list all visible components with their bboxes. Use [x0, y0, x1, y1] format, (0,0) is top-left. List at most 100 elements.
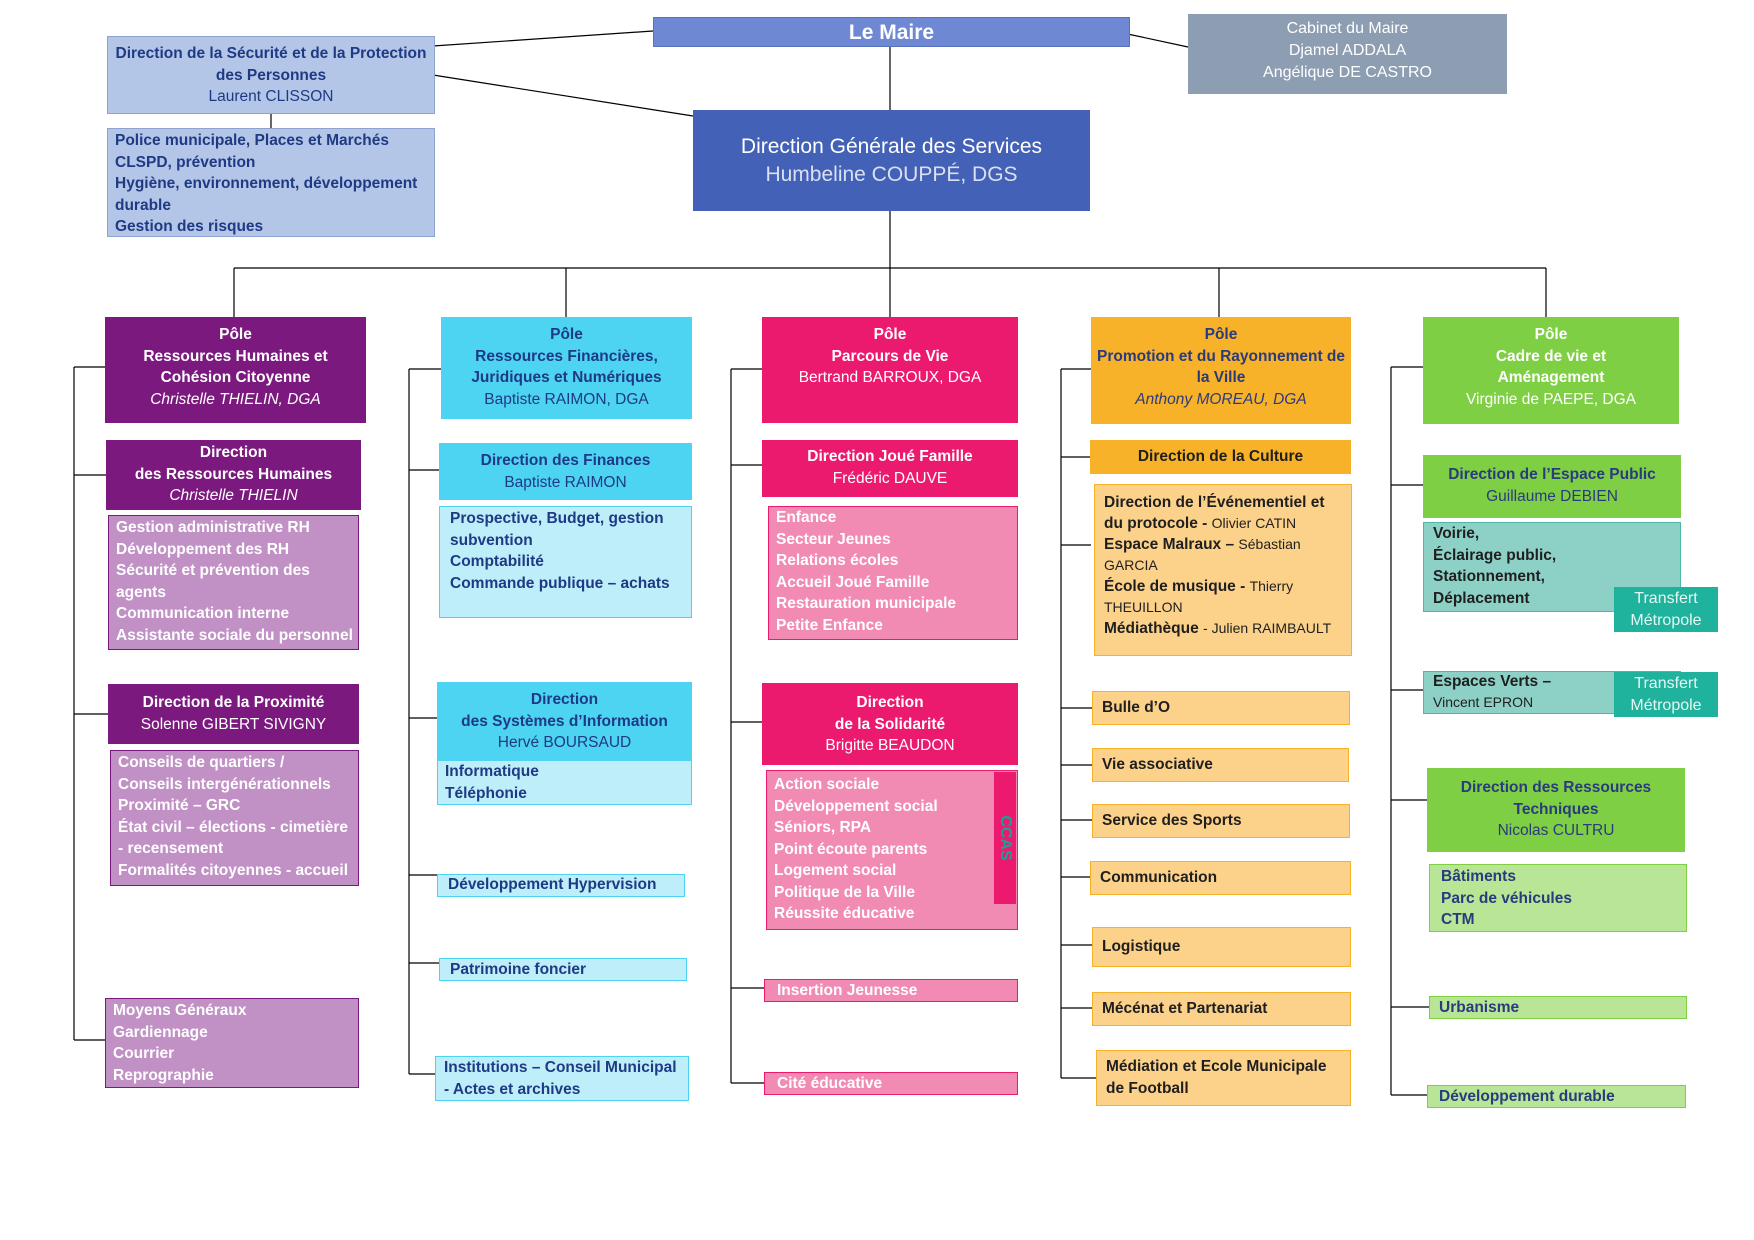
service-item: Service des Sports	[1102, 812, 1242, 829]
service-item: Formalités citoyennes - accueil	[118, 861, 349, 879]
institutions-box: Institutions – Conseil Municipal - Actes…	[435, 1056, 689, 1101]
finances-direction-box: Direction des Finances Baptiste RAIMON	[439, 443, 692, 500]
direction-title: Direction de la Proximité	[142, 694, 325, 711]
pole-label: Pôle	[219, 326, 252, 343]
drh-services-box: Gestion administrative RH Développement …	[108, 515, 359, 650]
culture-service-manager: Sébastian	[1238, 536, 1301, 552]
ccas-tab: CCAS	[994, 772, 1016, 904]
cabinet-member: Djamel ADDALA	[1288, 42, 1407, 59]
service-item: Communication interne	[116, 605, 290, 622]
direction-title: des Ressources Humaines	[134, 465, 333, 483]
proximite-services-box: Conseils de quartiers / Conseils intergé…	[110, 750, 359, 886]
cite-educative-box: Cité éducative	[764, 1072, 1018, 1095]
transfert-metropole-badge: Transfert Métropole	[1614, 672, 1718, 717]
pole-director: Bertrand BARROUX, DGA	[798, 369, 982, 386]
direction-title: Direction des Finances	[480, 452, 651, 469]
service-item: Moyens Généraux	[113, 1002, 247, 1019]
service-item: - recensement	[118, 840, 224, 857]
service-item: Éclairage public,	[1433, 546, 1557, 564]
service-item: Vie associative	[1102, 756, 1213, 773]
culture-service: du protocole -	[1104, 515, 1212, 532]
pole-director: Baptiste RAIMON, DGA	[484, 390, 649, 408]
direction-title: de la Solidarité	[834, 715, 946, 733]
securite-service: durable	[115, 196, 171, 214]
maire-title: Le Maire	[848, 21, 935, 44]
service-item: Déplacement	[1433, 589, 1530, 607]
pole-director: Anthony MOREAU, DGA	[1135, 390, 1307, 408]
direction-title: Direction	[530, 691, 599, 708]
direction-title: Direction	[199, 444, 268, 461]
pole-title: Cadre de vie et	[1495, 347, 1607, 365]
service-item: Accueil Joué Famille	[776, 573, 930, 591]
service-item: Sécurité et prévention des	[116, 562, 310, 579]
pole-promotion-box: Pôle Promotion et du Rayonnement de la V…	[1091, 317, 1351, 424]
urbanisme-box: Urbanisme	[1429, 996, 1687, 1019]
direction-title: Direction de la Culture	[1137, 448, 1304, 465]
service-item: Politique de la Ville	[774, 883, 915, 901]
cabinet-title: Cabinet du Maire	[1286, 20, 1409, 37]
securite-service: Police municipale, Places et Marchés	[115, 132, 389, 149]
securite-director: Laurent CLISSON	[208, 88, 334, 105]
service-item: Logement social	[774, 862, 897, 879]
culture-services-box: Direction de l’Événementiel et du protoc…	[1094, 484, 1352, 656]
service-item: Cité éducative	[777, 1075, 883, 1092]
culture-service: Direction de l’Événementiel et	[1104, 494, 1325, 511]
direction-director: Brigitte BEAUDON	[825, 737, 955, 754]
moyens-generaux-box: Moyens Généraux Gardiennage Courrier Rep…	[105, 998, 359, 1088]
pole-parcours-box: Pôle Parcours de Vie Bertrand BARROUX, D…	[762, 317, 1018, 423]
direction-title: des Systèmes d’Information	[461, 712, 668, 730]
pole-finances-box: Pôle Ressources Financières, Juridiques …	[441, 317, 692, 419]
cabinet-member: Angélique DE CASTRO	[1263, 64, 1432, 81]
service-item: agents	[116, 583, 166, 601]
pole-director: Virginie de PAEPE, DGA	[1465, 390, 1636, 408]
service-item: État civil – élections - cimetière	[118, 818, 349, 836]
direction-director: Hervé BOURSAUD	[497, 734, 632, 751]
direction-title: Direction de l’Espace Public	[1448, 466, 1656, 483]
service-item: subvention	[450, 531, 533, 549]
culture-service-manager: - Julien RAIMBAULT	[1203, 620, 1332, 636]
pole-title: la Ville	[1196, 369, 1246, 386]
pole-rh-box: Pôle Ressources Humaines et Cohésion Cit…	[105, 317, 366, 423]
service-item: Enfance	[776, 509, 837, 526]
service-item: Communication	[1100, 869, 1218, 886]
service-item: Comptabilité	[450, 553, 544, 570]
proximite-box: Direction de la Proximité Solenne GIBERT…	[108, 684, 359, 744]
culture-service-manager: THEUILLON	[1104, 599, 1183, 615]
service-item: Parc de véhicules	[1441, 889, 1572, 907]
drh-box: Direction des Ressources Humaines Christ…	[106, 440, 361, 510]
service-item: Patrimoine foncier	[450, 961, 587, 978]
service-item: Courrier	[113, 1045, 175, 1062]
service-item: Insertion Jeunesse	[777, 982, 918, 999]
service-item: Développement durable	[1439, 1088, 1615, 1105]
pole-director: Christelle THIELIN, DGA	[150, 390, 321, 408]
direction-title: Direction Joué Famille	[807, 448, 973, 465]
pole-title: Parcours de Vie	[831, 347, 949, 365]
pole-label: Pôle	[1534, 326, 1568, 343]
solidarite-services-box: Action sociale Développement social Séni…	[766, 770, 1018, 930]
service-item: Logistique	[1102, 938, 1181, 955]
service-item: Téléphonie	[445, 784, 527, 802]
patrimoine-box: Patrimoine foncier	[439, 958, 687, 981]
dsi-services-box: Informatique Téléphonie	[437, 760, 692, 805]
service-item: Voirie,	[1433, 525, 1480, 542]
cabinet-box: Cabinet du Maire Djamel ADDALA Angélique…	[1188, 14, 1507, 94]
service-item: Proximité – GRC	[118, 797, 241, 814]
service-item: Développement Hypervision	[448, 876, 657, 893]
securite-services-box: Police municipale, Places et Marchés CLS…	[107, 128, 435, 237]
culture-service: Médiathèque	[1104, 620, 1204, 637]
service-item: Stationnement,	[1433, 568, 1545, 585]
service-item: Petite Enfance	[776, 616, 883, 634]
transfert-metropole-badge: Transfert Métropole	[1614, 587, 1718, 632]
service-item: Bulle d’O	[1102, 699, 1171, 716]
securite-title: Direction de la Sécurité et de la Protec…	[115, 45, 427, 62]
direction-director: Frédéric DAUVE	[832, 469, 948, 487]
service-item: Réussite éducative	[774, 905, 915, 922]
service-item: Commande publique – achats	[450, 574, 670, 592]
service-item: Institutions – Conseil Municipal	[444, 1059, 677, 1076]
culture-service-manager: Thierry	[1249, 578, 1294, 594]
pole-label: Pôle	[550, 326, 583, 343]
pole-title: Ressources Financières,	[475, 347, 658, 365]
joue-famille-box: Direction Joué Famille Frédéric DAUVE	[762, 440, 1018, 497]
service-manager: Vincent EPRON	[1433, 694, 1534, 710]
